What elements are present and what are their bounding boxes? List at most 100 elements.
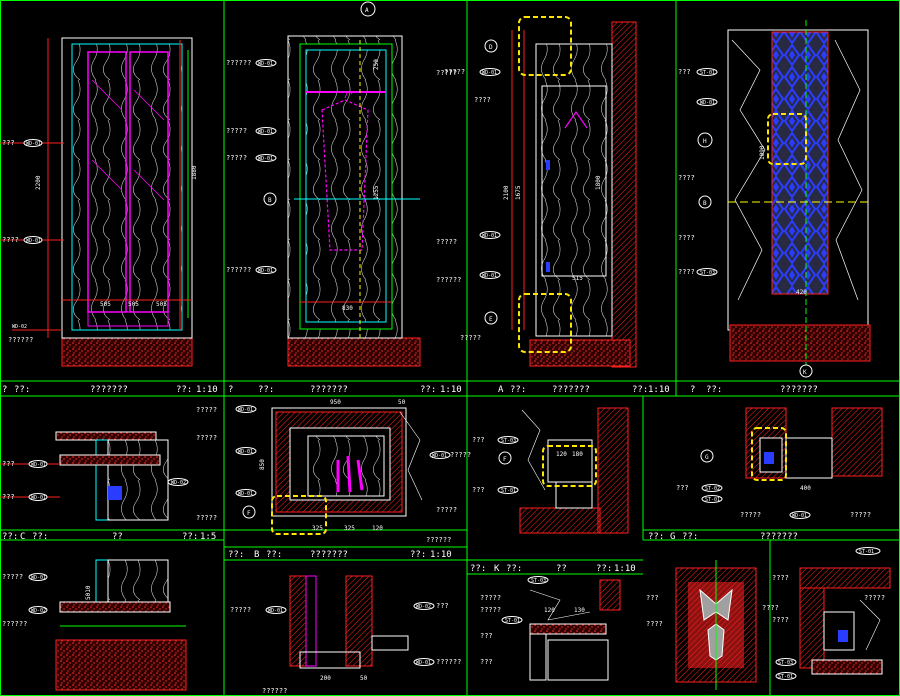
dim-d2-c: 325 <box>344 525 355 532</box>
label-d7-a: ????? <box>480 594 501 602</box>
marker-d: D <box>489 44 493 51</box>
detail-b-panel: 200 50 WD-01 WD-02 WD-01 ????? ??? ?????… <box>230 575 461 695</box>
marker-h: H <box>703 138 707 145</box>
row3-name-1: ??????? <box>310 550 348 560</box>
dim-p3-bot: 515 <box>572 275 583 282</box>
tag-wd01: WD-01 <box>238 449 253 455</box>
tag-wd01: WD-01 <box>432 453 447 459</box>
strip-sheet-4: ? <box>690 385 695 395</box>
dim-d2-a: 50 <box>398 399 406 406</box>
label-d8-b: ???? <box>646 620 663 628</box>
label-d9-b: ???? <box>772 616 789 624</box>
strip-name-4: ??????? <box>780 385 818 395</box>
label-d1-e: ????? <box>196 514 217 522</box>
label-p3-a: ????? <box>444 68 465 76</box>
tag-wd02: WD-02 <box>416 604 431 610</box>
label-p4-c: ???? <box>678 234 695 242</box>
tag-wd01: WD-01 <box>258 61 273 67</box>
strip-sheet-3: A <box>498 385 504 395</box>
detail-plan-drawer: 950 50 325 325 120 850 F WD-01 WD-01 WD-… <box>235 399 471 544</box>
row3-field-2: ??: <box>470 564 486 574</box>
tag-st01: ST-01 <box>705 497 720 503</box>
marker-f-2: F <box>503 456 507 463</box>
detail-f-drawer-edge: 120 180 F ST-03 ST-01 ??? ??? <box>472 407 629 534</box>
label-d8-a: ??? <box>646 594 659 602</box>
row2-name-4: ??????? <box>760 532 798 542</box>
dim-d3-b: 180 <box>572 451 583 458</box>
label-d6-d: ?????? <box>262 687 287 695</box>
tag-wd01: WD-01 <box>258 268 273 274</box>
dim-d2-e: 850 <box>259 459 266 470</box>
tag-wd01: WD-01 <box>482 70 497 76</box>
tag-st03: ST-03 <box>778 660 793 666</box>
panel-stone-feature-wall: H B K 1090 420 ST-01 WD-01 ST-03 ??? ???… <box>678 20 871 378</box>
tag-wd01: WD-01 <box>238 407 253 413</box>
tag-st02: ST-02 <box>705 486 720 492</box>
strip-scale-2: 1:10 <box>440 385 462 395</box>
label-d5-a: ????? <box>2 573 23 581</box>
marker-b: B <box>268 197 272 204</box>
label-p2-b: ????? <box>226 127 247 135</box>
marker-j: G <box>705 454 709 461</box>
label-d9-c: ????? <box>864 594 885 602</box>
label-p1-a: ??? <box>2 139 15 147</box>
strip-scale-1: 1:10 <box>196 385 218 395</box>
label-p1-c: ?????? <box>8 336 33 344</box>
strip-field-2: ??: <box>258 385 274 395</box>
tag-wd01: WD-01 <box>31 495 46 501</box>
title-strip-row3: ??: B ??: ??????? ??: 1:10 ??: K ??: ?? … <box>228 550 636 574</box>
strip-name-2: ??????? <box>310 385 348 395</box>
tag-st01: ST-01 <box>778 674 793 680</box>
dim-p3-r: 1800 <box>595 175 602 190</box>
row3-field-1b: ??: <box>266 550 282 560</box>
dim-d4-w: 400 <box>800 485 811 492</box>
strip-scalekey-1: ??: <box>176 385 192 395</box>
row2-field-4: ??: <box>648 532 664 542</box>
strip-scalekey-3: ??: <box>632 385 648 395</box>
dim-d2-b: 325 <box>312 525 323 532</box>
marker-a-top: A <box>365 7 369 14</box>
label-d6-b: ??? <box>436 602 449 610</box>
label-p2-c: ????? <box>226 154 247 162</box>
label-d7-b: ????? <box>480 606 501 614</box>
label-p1-b: ???? <box>2 236 19 244</box>
label-d9-a: ???? <box>772 574 789 582</box>
label-p4-d: ???? <box>678 268 695 276</box>
strip-field-3: ??: <box>510 385 526 395</box>
label-d1-c: ????? <box>196 406 217 414</box>
dim-p1-height: 2200 <box>35 175 42 190</box>
dim-p2-top: 250 <box>373 59 380 70</box>
label-d3-b: ??? <box>472 486 485 494</box>
strip-sheet-1: ? <box>2 385 7 395</box>
marker-k: K <box>803 369 807 376</box>
row3-scale-2: 1:10 <box>614 564 636 574</box>
tag-st01: ST-01 <box>501 488 516 494</box>
tag-st03: ST-03 <box>531 578 546 584</box>
row3-scalekey-1: ??: <box>410 550 426 560</box>
label-d4-c: ????? <box>850 511 871 519</box>
dim-p4-w: 1090 <box>759 145 766 160</box>
strip-scalekey-2: ??: <box>420 385 436 395</box>
dim-d3-a: 120 <box>556 451 567 458</box>
dim-p2-mid: 1255 <box>373 185 380 200</box>
label-d2-c: ?????? <box>426 536 451 544</box>
row2-field-4b: ??: <box>682 532 698 542</box>
dim-p1-b2: 505 <box>128 301 139 308</box>
row3-scale-1: 1:10 <box>430 550 452 560</box>
tag-wd01: WD-01 <box>416 660 431 666</box>
tag-st01: ST-01 <box>505 618 520 624</box>
row3-field-2b: ??: <box>506 564 522 574</box>
tag-st03: ST-03 <box>700 270 715 276</box>
tag-wd02: WD-02 <box>171 480 186 486</box>
dim-d7-b: 130 <box>574 607 585 614</box>
marker-b-2: B <box>703 200 707 207</box>
row2-name-1: ?? <box>112 532 123 542</box>
strip-field-4: ??: <box>706 385 722 395</box>
label-d5-b: ?????? <box>2 620 27 628</box>
strip-name-1: ??????? <box>90 385 128 395</box>
dim-p1-b3: 505 <box>156 301 167 308</box>
row2-scale-1: 1:5 <box>200 532 216 542</box>
label-d2-b: ????? <box>436 506 457 514</box>
label-p2-g: ?????? <box>436 276 461 284</box>
